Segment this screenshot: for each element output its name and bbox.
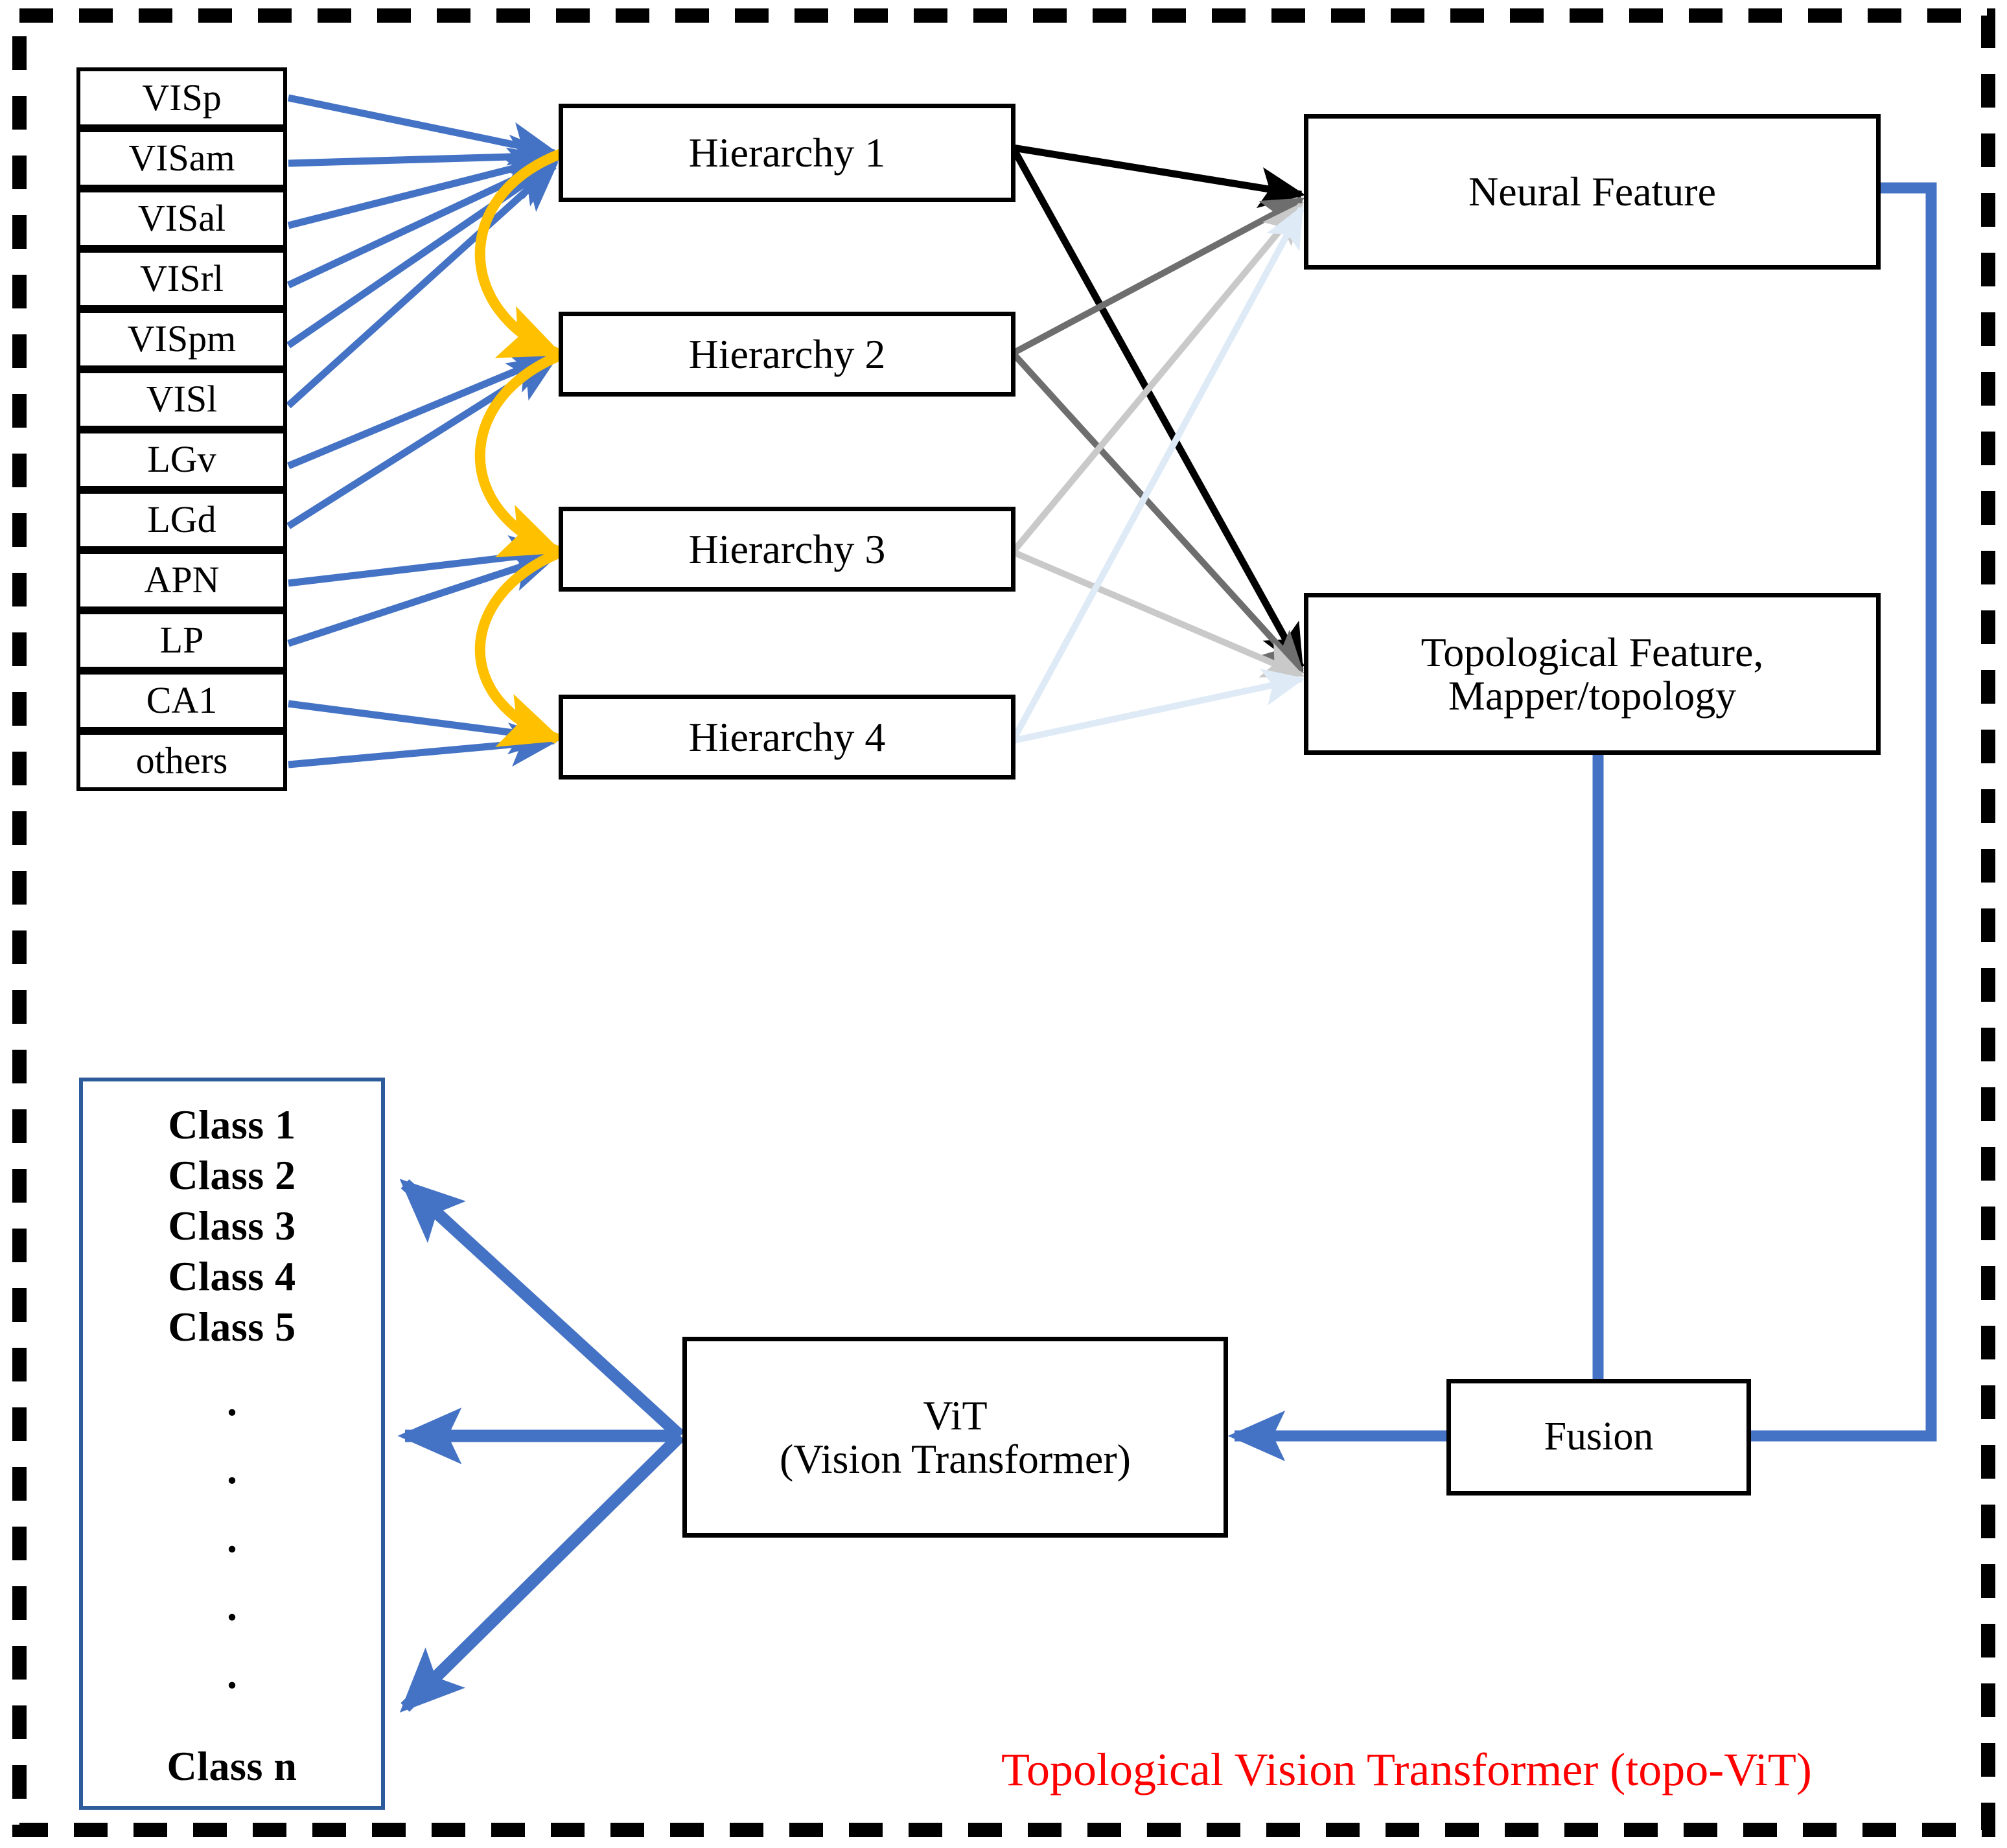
topological-feature-label-line1: Topological Feature,	[1421, 629, 1764, 675]
region-box-lgd[interactable]: LGd	[76, 490, 287, 550]
region-label: VISrl	[140, 257, 224, 300]
region-box-visrl[interactable]: VISrl	[76, 249, 287, 309]
hierarchy-label: Hierarchy 4	[688, 713, 886, 760]
region-label: VISal	[137, 197, 226, 240]
hierarchy3-feature-arrows	[1010, 202, 1305, 678]
hierarchy-chain-arrows	[474, 148, 564, 747]
hierarchy-box-1[interactable]: Hierarchy 1	[559, 104, 1015, 202]
ellipsis-dot: ·	[225, 1525, 239, 1572]
region-to-hierarchy1-arrows	[286, 94, 560, 409]
class-ellipsis: · · · · ·	[225, 1364, 238, 1735]
region-label: CA1	[146, 679, 218, 722]
neural-feature-label: Neural Feature	[1468, 168, 1717, 215]
region-label: APN	[144, 559, 220, 601]
fusion-box[interactable]: Fusion	[1446, 1379, 1751, 1496]
topological-feature-label-line2: Mapper/topology	[1448, 673, 1737, 719]
hierarchy2-feature-arrows	[1010, 196, 1305, 674]
region-label: LGv	[147, 438, 216, 481]
region-label: LGd	[147, 498, 216, 541]
vit-box[interactable]: ViT (Vision Transformer)	[682, 1337, 1228, 1538]
region-label: VISp	[142, 76, 222, 119]
hierarchy-box-4[interactable]: Hierarchy 4	[559, 695, 1015, 780]
region-label: VISam	[128, 137, 235, 179]
ellipsis-dot: ·	[225, 1389, 239, 1435]
hierarchy-to-topological-feature-arrow	[1010, 146, 1305, 671]
neural-feature-box[interactable]: Neural Feature	[1304, 114, 1881, 270]
region-box-others[interactable]: others	[76, 731, 287, 791]
region-box-visp[interactable]: VISp	[76, 67, 287, 128]
fusion-label: Fusion	[1544, 1415, 1654, 1459]
neural-feature-to-fusion-line	[1750, 182, 1937, 1442]
hierarchy-box-3[interactable]: Hierarchy 3	[559, 507, 1015, 592]
region-box-visal[interactable]: VISal	[76, 189, 287, 249]
region-label: LP	[159, 619, 204, 662]
region-label: VISpm	[127, 318, 237, 360]
region-box-visam[interactable]: VISam	[76, 128, 287, 189]
vit-label-line1: ViT	[923, 1392, 988, 1438]
class-item-1: Class 1	[168, 1102, 296, 1148]
region-box-lgv[interactable]: LGv	[76, 430, 287, 490]
class-item-2: Class 2	[168, 1152, 296, 1199]
hierarchy-box-2[interactable]: Hierarchy 2	[559, 312, 1015, 397]
ellipsis-dot: ·	[225, 1594, 239, 1641]
class-item-3: Class 3	[168, 1203, 296, 1249]
ellipsis-dot: ·	[225, 1662, 239, 1709]
region-box-apn[interactable]: APN	[76, 550, 287, 610]
region-box-lp[interactable]: LP	[76, 610, 287, 671]
class-item-5: Class 5	[168, 1304, 296, 1350]
hierarchy-label: Hierarchy 3	[688, 526, 886, 572]
vit-to-class-arrows	[397, 1179, 685, 1713]
region-box-vispm[interactable]: VISpm	[76, 309, 287, 369]
hierarchy-to-neural-feature-arrow	[1012, 144, 1306, 209]
region-box-ca1[interactable]: CA1	[76, 671, 287, 731]
ellipsis-dot: ·	[225, 1457, 239, 1504]
outer-dashed-frame	[12, 8, 1995, 1837]
region-label: others	[135, 739, 228, 782]
region-label: VISl	[146, 378, 218, 421]
region-box-visl[interactable]: VISl	[76, 369, 287, 430]
figure-caption: Topological Vision Transformer (topo-ViT…	[1001, 1744, 1812, 1796]
hier2-to-hier3-curve	[474, 350, 564, 558]
vit-label-line2: (Vision Transformer)	[780, 1436, 1131, 1482]
region-to-hierarchy3-arrows	[287, 535, 560, 647]
class-item-4: Class 4	[168, 1253, 296, 1300]
topological-feature-box[interactable]: Topological Feature, Mapper/topology	[1304, 593, 1881, 755]
class-item-n: Class n	[167, 1742, 297, 1789]
hierarchy-label: Hierarchy 2	[688, 330, 886, 377]
class-output-box[interactable]: Class 1 Class 2 Class 3 Class 4 Class 5 …	[79, 1078, 385, 1810]
hier3-to-hier4-curve	[474, 547, 564, 747]
hierarchy4-feature-arrows	[1010, 205, 1305, 744]
hier1-to-hier2-curve	[474, 148, 563, 358]
hierarchy-label: Hierarchy 1	[688, 130, 886, 176]
